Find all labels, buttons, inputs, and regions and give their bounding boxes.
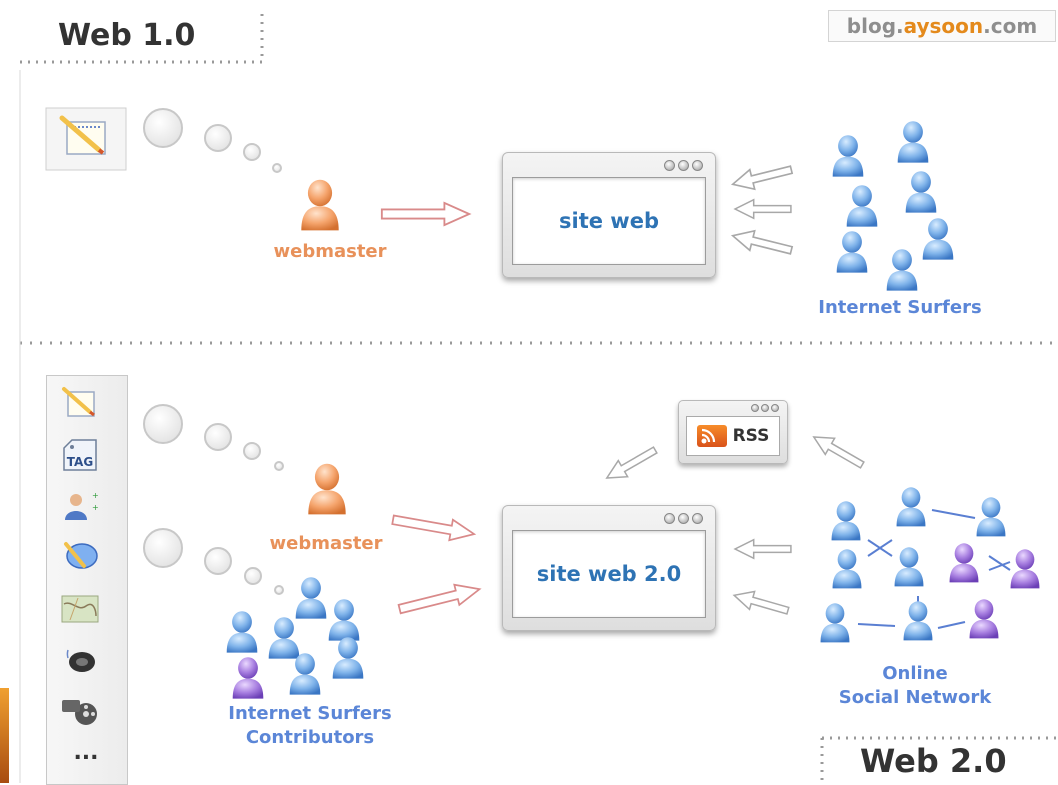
rss-to-site-arrow — [601, 441, 661, 487]
rss-window: RSS — [678, 400, 788, 464]
web2-site-window: site web 2.0 — [502, 505, 716, 631]
web2-site-label: site web 2.0 — [512, 530, 706, 618]
network-member-icon — [896, 487, 926, 527]
network-to-rss-arrow — [808, 428, 868, 474]
network-member-icon — [832, 549, 862, 589]
network-member-icon — [949, 543, 979, 583]
contributor-icon — [332, 637, 364, 679]
network-member-icon — [894, 547, 924, 587]
web1-site-label: site web — [512, 177, 706, 265]
brand-accent: aysoon — [903, 14, 984, 38]
web2-webmaster-label: webmaster — [269, 533, 383, 554]
web1-thought-bubbles — [143, 108, 282, 173]
surfer-icon — [846, 185, 878, 227]
web2-thought-bubbles-bottom — [143, 528, 284, 595]
chat-bubble-icon — [60, 540, 100, 574]
surfer-icon — [897, 121, 929, 163]
social-network-people — [820, 487, 1040, 643]
network-label-line1: Online — [882, 663, 948, 684]
surfer-icon — [922, 218, 954, 260]
network-arrow-bottom — [730, 585, 792, 621]
svg-text:+: + — [92, 503, 99, 512]
network-member-icon — [831, 501, 861, 541]
contributor-icon — [328, 599, 360, 641]
web2-toolbox: TAG ++ — [46, 375, 128, 785]
notepad-icon — [60, 386, 100, 420]
blog-brand: blog.aysoon.com — [828, 10, 1056, 42]
user-rating-icon: ++ — [60, 488, 100, 522]
web1-surfer-arrow-middle — [734, 198, 792, 220]
contributors-label-line2: Contributors — [245, 727, 375, 748]
surfer-icon — [836, 231, 868, 273]
web1-title: Web 1.0 — [58, 18, 196, 53]
network-member-icon — [1010, 549, 1040, 589]
contributor-icon — [232, 657, 264, 699]
more-tools-ellipsis: ... — [73, 740, 99, 765]
network-member-icon — [969, 599, 999, 639]
network-label-line2: Social Network — [838, 687, 992, 708]
web1-webmaster-label: webmaster — [273, 241, 387, 262]
web1-site-window: site web — [502, 152, 716, 278]
web2-contributors-group — [226, 577, 364, 699]
brand-suffix: .com — [983, 14, 1038, 38]
rss-label: RSS — [732, 426, 770, 446]
surfer-icon — [905, 171, 937, 213]
web2-network-label: Online Social Network — [800, 662, 1030, 710]
web1-notepad-icon — [45, 107, 127, 171]
speaker-icon — [60, 644, 100, 678]
contributor-icon — [289, 653, 321, 695]
rss-icon — [696, 425, 727, 447]
web1-surfers-group — [832, 121, 954, 291]
web1-webmaster-person-icon — [301, 179, 339, 231]
web1-surfers-label: Internet Surfers — [818, 297, 982, 318]
svg-text:+: + — [92, 491, 99, 500]
network-member-icon — [903, 601, 933, 641]
web2-thought-bubbles-top — [143, 404, 284, 471]
rss-feed: RSS — [686, 416, 780, 456]
web2-contributors-arrow — [396, 578, 483, 621]
window-controls — [664, 160, 703, 171]
web2-webmaster-person-icon — [308, 463, 346, 515]
network-arrow-top — [734, 538, 792, 560]
tag-icon: TAG — [60, 438, 100, 472]
web1-surfer-arrow-bottom — [729, 225, 795, 261]
contributor-icon — [268, 617, 300, 659]
brand-prefix: blog. — [846, 14, 904, 38]
tag-icon-text: TAG — [67, 455, 93, 469]
web1-surfer-arrow-top — [729, 159, 795, 195]
window-controls — [751, 404, 779, 412]
web1-webmaster-arrow — [380, 202, 471, 226]
contributor-icon — [226, 611, 258, 653]
network-member-icon — [976, 497, 1006, 537]
social-network-links — [857, 509, 1011, 629]
surfer-icon — [886, 249, 918, 291]
decorative-slide-bar — [0, 688, 9, 783]
network-member-icon — [820, 603, 850, 643]
film-reel-icon — [60, 694, 100, 728]
web2-contributors-label: Internet Surfers Contributors — [200, 702, 420, 750]
contributor-icon — [295, 577, 327, 619]
web2-title: Web 2.0 — [860, 742, 1007, 780]
surfer-icon — [832, 135, 864, 177]
window-controls — [664, 513, 703, 524]
contributors-label-line1: Internet Surfers — [228, 703, 392, 724]
map-icon — [60, 592, 100, 626]
